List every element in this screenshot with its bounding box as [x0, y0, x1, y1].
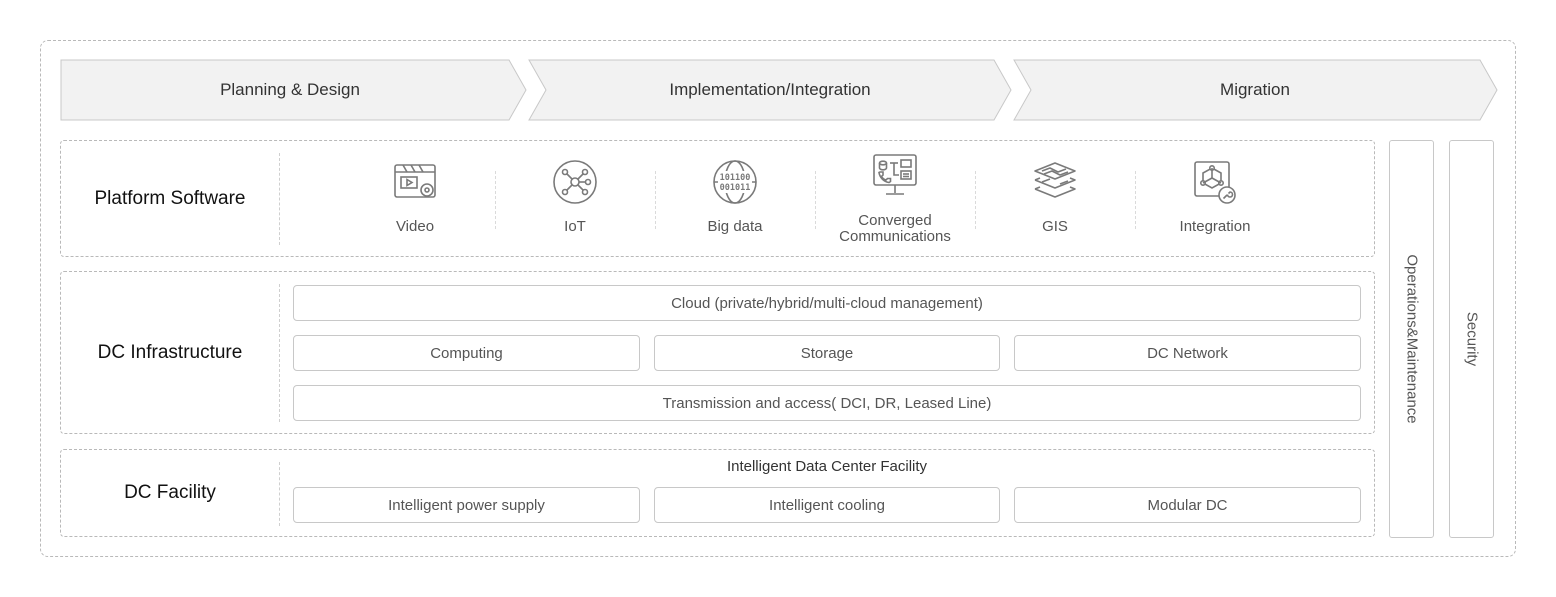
layer-divider — [279, 462, 280, 526]
platform-software-layer: Platform Software Video — [60, 140, 1375, 257]
platform-item-integration: Integration — [1135, 153, 1295, 257]
phase-planning-label: Planning & Design — [220, 80, 360, 99]
platform-item-label: Big data — [707, 218, 763, 235]
phase-arrow-planning — [60, 59, 527, 121]
big-data-icon-text-1: 101100 — [720, 173, 751, 183]
security-column: Security — [1449, 140, 1494, 538]
phase-implementation-label: Implementation/Integration — [669, 80, 871, 99]
converged-communications-icon — [873, 154, 917, 195]
security-label: Security — [1463, 311, 1480, 367]
video-icon — [394, 164, 436, 198]
integration-icon — [1194, 161, 1236, 204]
platform-software-title: Platform Software — [94, 187, 246, 209]
layer-divider — [279, 153, 280, 245]
facility-heading: Intelligent Data Center Facility — [726, 458, 928, 475]
layer-divider — [279, 284, 280, 422]
diagram-frame — [40, 40, 1516, 557]
phase-arrow-migration — [1013, 59, 1498, 121]
dc-facility-title: DC Facility — [124, 482, 216, 503]
dc-infrastructure-layer: DC Infrastructure — [60, 271, 1375, 434]
platform-item-label: Integration — [1179, 218, 1251, 235]
item-separator — [495, 171, 496, 229]
phase-arrow-implementation — [528, 59, 1012, 121]
iot-icon — [553, 160, 597, 204]
computing-box: Computing — [293, 335, 640, 371]
phase-arrows: Planning & Design Implementation/Integra… — [60, 59, 1498, 121]
platform-item-gis: GIS — [975, 153, 1135, 257]
dc-infrastructure-title: DC Infrastructure — [97, 341, 243, 363]
storage-box: Storage — [654, 335, 1000, 371]
platform-item-label: GIS — [1042, 218, 1068, 235]
platform-item-iot: IoT — [495, 153, 655, 257]
big-data-icon-text-2: 001011 — [720, 183, 751, 193]
cooling-box: Intelligent cooling — [654, 487, 1000, 523]
power-supply-box: Intelligent power supply — [293, 487, 640, 523]
platform-item-label-line1: Converged — [858, 212, 932, 229]
dc-facility-layer: DC Facility — [60, 449, 1375, 537]
platform-item-big-data: 101100 001011 Big data — [655, 153, 815, 257]
operations-maintenance-label: Operations&Maintenance — [1403, 254, 1420, 424]
big-data-icon: 101100 001011 — [713, 160, 757, 204]
phase-migration-label: Migration — [1220, 80, 1290, 99]
modular-dc-box: Modular DC — [1014, 487, 1361, 523]
platform-item-converged-communications: Converged Communications — [815, 153, 975, 257]
platform-item-label: Video — [395, 218, 435, 235]
platform-item-label-line2: Communications — [839, 228, 951, 245]
item-separator — [975, 171, 976, 229]
item-separator — [1135, 171, 1136, 229]
platform-item-label: IoT — [564, 218, 586, 235]
gis-icon — [1034, 162, 1076, 198]
item-separator — [815, 171, 816, 229]
cloud-bar: Cloud (private/hybrid/multi-cloud manage… — [293, 285, 1361, 321]
transmission-bar: Transmission and access( DCI, DR, Leased… — [293, 385, 1361, 421]
item-separator — [655, 171, 656, 229]
platform-item-video: Video — [335, 153, 495, 257]
dc-network-box: DC Network — [1014, 335, 1361, 371]
operations-maintenance-column: Operations&Maintenance — [1389, 140, 1434, 538]
phase-arrow-shapes — [60, 59, 1498, 121]
